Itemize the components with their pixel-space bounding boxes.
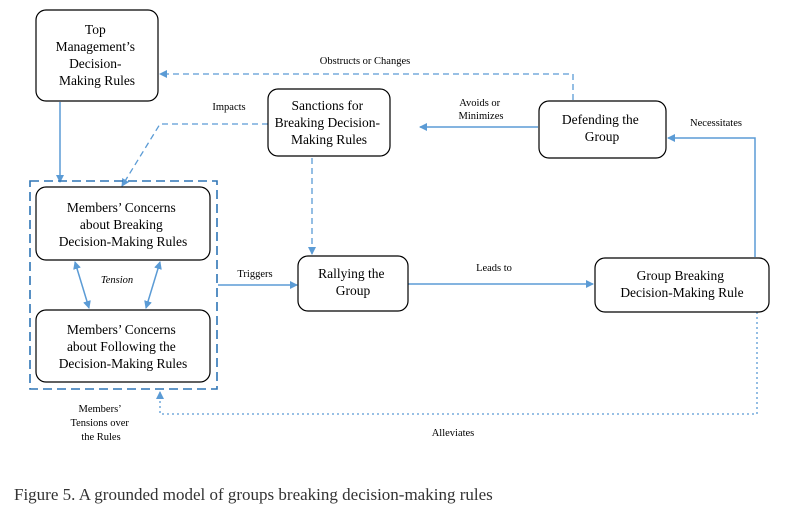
svg-text:Group Breaking Decision-: Group Breaking Decision-Making Rule [620,268,743,300]
label-necessitates: Necessitates [690,118,742,129]
label-avoids-or-minimizes: Avoids or Minimizes [459,98,504,122]
figure-caption: Figure 5. A grounded model of groups bre… [14,485,493,504]
svg-text:Defending the Group: Defending the Group [562,112,642,144]
tension-arrow-left [73,261,91,309]
svg-text:Top Management’s D: Top Management’s Decision- Making Rules [56,22,139,88]
arrow-alleviates [156,312,758,415]
svg-text:Members’ Concerns about: Members’ Concerns about Following the De… [59,322,188,371]
tension-arrow-right [144,261,162,309]
label-impacts: Impacts [212,102,245,113]
node-rallying-the-group: Rallying the Group [297,255,409,312]
label-triggers: Triggers [237,269,272,280]
arrow-obstructs-or-changes [159,70,574,100]
label-leads-to: Leads to [476,263,512,274]
node-group-breaking-rule: Group Breaking Decision-Making Rule [594,257,770,313]
label-tension: Tension [101,275,133,286]
grounded-model-diagram: Top Management’s Decision- Making Rules … [29,9,770,443]
node-defending-the-group: Defending the Group [538,100,667,159]
members-tensions-group [29,180,218,390]
node-sanctions: Sanctions for Breaking Decision- Making … [267,88,391,157]
label-obstructs-or-changes: Obstructs or Changes [320,56,410,67]
svg-text:Members’ Concerns about: Members’ Concerns about Breaking Decisio… [59,200,188,249]
label-alleviates: Alleviates [432,428,475,439]
svg-text:Sanctions for Breaking D: Sanctions for Breaking Decision- Making … [275,98,384,147]
node-concerns-following: Members’ Concerns about Following the De… [35,309,211,383]
svg-text:Rallying the Group: Rallying the Group [318,266,388,298]
arrow-impacts [121,123,268,187]
arrow-necessitates [667,134,756,257]
node-concerns-breaking: Members’ Concerns about Breaking Decisio… [35,186,211,261]
node-top-management-rules: Top Management’s Decision- Making Rules [35,9,159,102]
label-members-tensions: Members’ Tensions over the Rules [70,404,131,443]
